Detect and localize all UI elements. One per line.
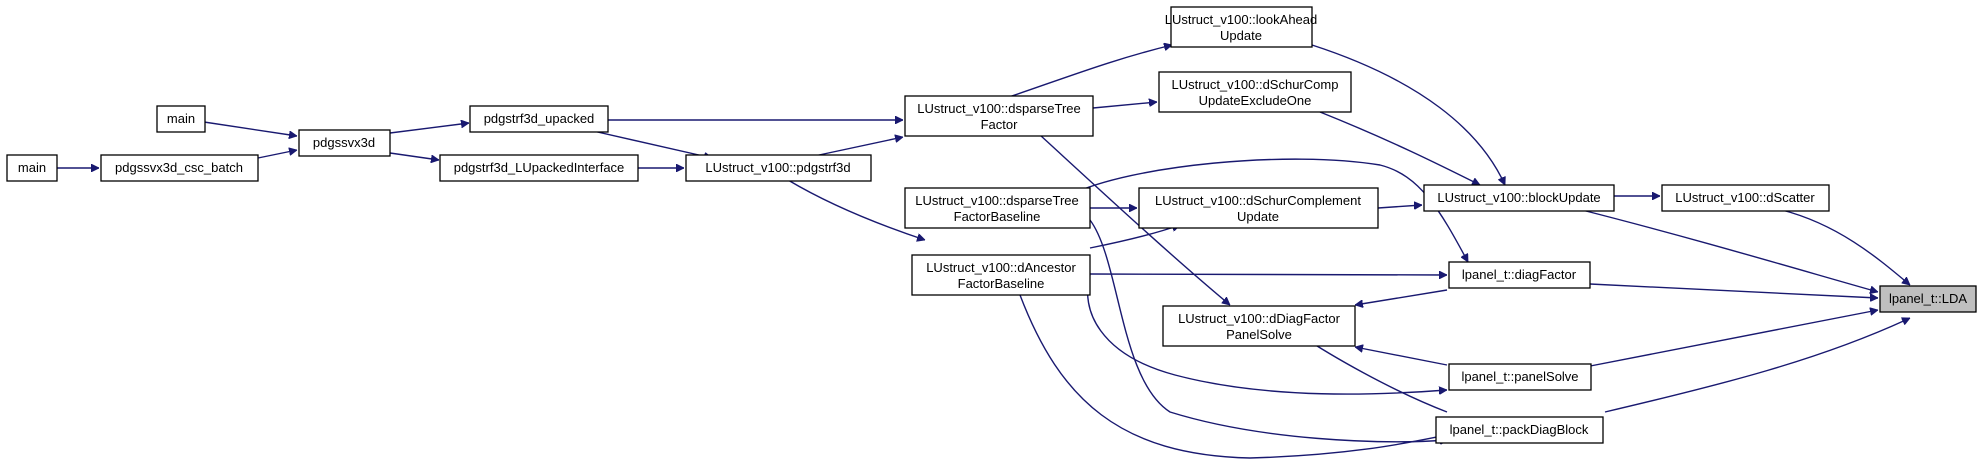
edge-packDiag-to-lda — [1604, 318, 1910, 413]
node-label: main — [18, 160, 46, 175]
edge-panelSolve-to-lda — [1579, 310, 1878, 369]
node-label-line-1: LUstruct_v100::lookAhead — [1165, 12, 1317, 27]
node-label: LUstruct_v100::dScatter — [1675, 190, 1815, 205]
node-label-line-1: LUstruct_v100::dsparseTree — [915, 193, 1079, 208]
node-label: pdgssvx3d_csc_batch — [115, 160, 243, 175]
edge-pdgstrf3d-to-dAncestor — [787, 179, 925, 240]
node-label: main — [167, 111, 195, 126]
node-ddiagfactor-panelsolve[interactable]: LUstruct_v100::dDiagFactor PanelSolve — [1162, 305, 1356, 347]
node-label-line-1: LUstruct_v100::dSchurComplement — [1155, 193, 1361, 208]
node-dschurcomplement-update[interactable]: LUstruct_v100::dSchurComplement Update — [1138, 187, 1379, 229]
edge-pdgssvx3d-to-upacked — [389, 123, 469, 134]
node-label: lpanel_t::packDiagBlock — [1450, 422, 1589, 437]
node-panelsolve[interactable]: lpanel_t::panelSolve — [1448, 363, 1592, 391]
node-pdgssvx3d-csc-batch[interactable]: pdgssvx3d_csc_batch — [100, 154, 259, 182]
node-label-line-1: LUstruct_v100::dDiagFactor — [1178, 311, 1341, 326]
node-label: lpanel_t::diagFactor — [1462, 267, 1577, 282]
node-label: LUstruct_v100::pdgstrf3d — [705, 160, 850, 175]
node-label-line-2: Update — [1220, 28, 1262, 43]
node-label-line-2: PanelSolve — [1226, 327, 1292, 342]
node-label-line-2: FactorBaseline — [954, 209, 1041, 224]
node-main-2[interactable]: main — [6, 154, 58, 182]
node-pdgstrf3d-upacked[interactable]: pdgstrf3d_upacked — [469, 105, 609, 133]
node-label-line-2: FactorBaseline — [958, 276, 1045, 291]
node-dscatter[interactable]: LUstruct_v100::dScatter — [1661, 184, 1830, 212]
edge-schurExcl-to-blockUpdate — [1319, 111, 1480, 186]
edge-schurUpd-to-blockUpdate — [1377, 205, 1422, 208]
node-dschurcomp-updateexcludeone[interactable]: LUstruct_v100::dSchurComp UpdateExcludeO… — [1158, 71, 1352, 113]
edge-dsparse-to-lookAhead — [999, 45, 1172, 101]
edge-dAncestor-to-packDiag — [1019, 294, 1447, 459]
edge-dScatter-to-lda — [1781, 209, 1910, 285]
edge-main-to-pdgssvx3d — [203, 121, 297, 136]
node-label-line-2: UpdateExcludeOne — [1199, 93, 1312, 108]
node-label: pdgstrf3d_LUpackedInterface — [454, 160, 625, 175]
node-main-1[interactable]: main — [156, 105, 206, 133]
node-dsparsetree-factor[interactable]: LUstruct_v100::dsparseTree Factor — [904, 95, 1094, 137]
edge-dsparseBase-to-diagPanel — [1089, 219, 1448, 442]
node-label-line-2: Update — [1237, 209, 1279, 224]
node-pdgstrf3d[interactable]: LUstruct_v100::pdgstrf3d — [685, 154, 872, 182]
node-label-line-1: LUstruct_v100::dSchurComp — [1172, 77, 1339, 92]
node-pdgstrf3d-lupackedinterface[interactable]: pdgstrf3d_LUpackedInterface — [439, 154, 639, 182]
edge-panelSolve-to-diagPanel — [1355, 347, 1448, 366]
node-blockupdate[interactable]: LUstruct_v100::blockUpdate — [1423, 184, 1615, 212]
node-label: pdgstrf3d_upacked — [484, 111, 595, 126]
edge-dAncestor-to-diagFactor — [1089, 274, 1447, 275]
node-label: LUstruct_v100::blockUpdate — [1437, 190, 1600, 205]
edge-blockUpdate-to-lda — [1581, 209, 1878, 292]
node-label: lpanel_t::LDA — [1889, 291, 1967, 306]
node-label: pdgssvx3d — [313, 135, 375, 150]
edge-batch-to-pdgssvx3d — [257, 150, 297, 159]
node-lda-highlighted[interactable]: lpanel_t::LDA — [1879, 285, 1977, 313]
edge-dsparse-to-schurExcl — [1092, 102, 1157, 109]
node-label-line-1: LUstruct_v100::dAncestor — [926, 260, 1076, 275]
edge-pdgssvx3d-to-lupacked — [389, 152, 439, 160]
edge-diagFactor-to-diagPanel — [1355, 289, 1448, 305]
edge-lookAhead-to-blockUpdate — [1311, 44, 1505, 185]
edge-dAncestor-to-panelSolve — [1086, 274, 1447, 395]
node-label-line-1: LUstruct_v100::dsparseTree — [917, 101, 1081, 116]
node-label-line-2: Factor — [981, 117, 1019, 132]
node-dancestor-factorbaseline[interactable]: LUstruct_v100::dAncestor FactorBaseline — [911, 254, 1091, 296]
edge-upacked-to-pdgstrf3d — [579, 127, 712, 158]
node-pdgssvx3d[interactable]: pdgssvx3d — [298, 129, 391, 157]
edge-dsparse-to-diagPanel — [1039, 134, 1230, 305]
node-lookahead-update[interactable]: LUstruct_v100::lookAhead Update — [1165, 6, 1317, 48]
edge-diagFactor-to-lda — [1589, 283, 1878, 298]
node-dsparsetree-factorbaseline[interactable]: LUstruct_v100::dsparseTree FactorBaselin… — [904, 187, 1091, 229]
node-label: lpanel_t::panelSolve — [1461, 369, 1578, 384]
node-diagfactor[interactable]: lpanel_t::diagFactor — [1448, 261, 1591, 289]
node-packdiagblock[interactable]: lpanel_t::packDiagBlock — [1435, 416, 1604, 444]
